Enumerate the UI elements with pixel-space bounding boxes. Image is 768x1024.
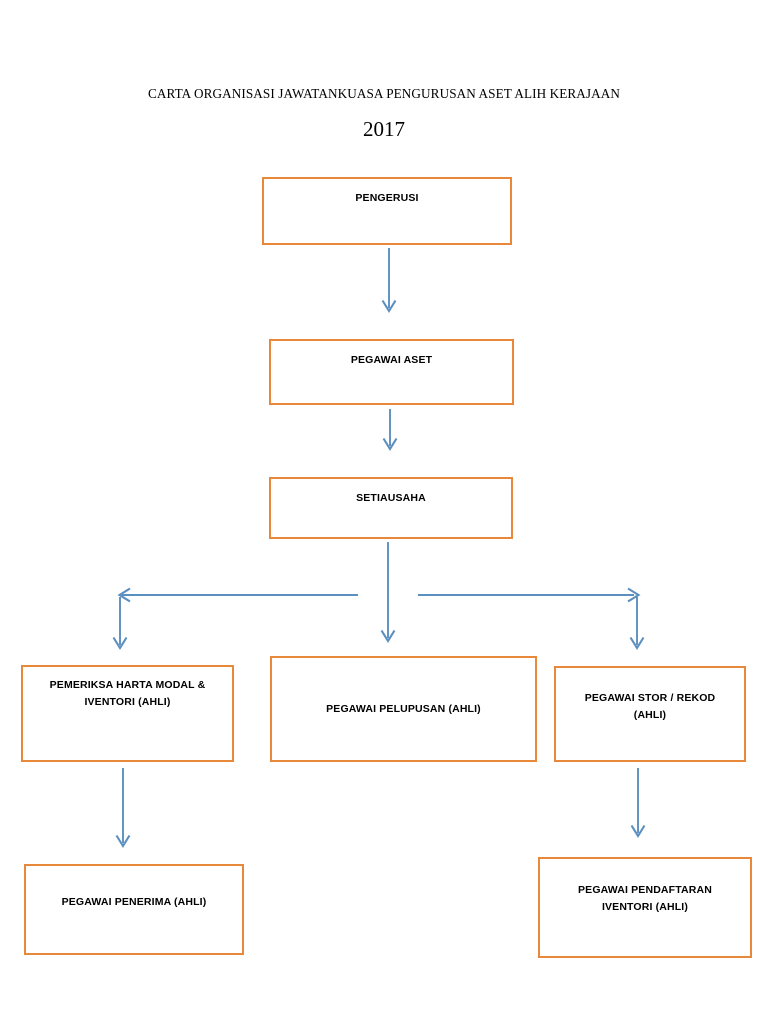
node-pegawai-stor-rekod[interactable]: PEGAWAI STOR / REKOD (AHLI) bbox=[554, 666, 746, 762]
chart-title-year: 2017 bbox=[363, 117, 405, 141]
node-setiausaha[interactable]: SETIAUSAHA bbox=[269, 477, 513, 539]
edge-bar-to-pegawai-pelupusan bbox=[380, 595, 396, 643]
node-label-pegawai-pelupusan: PEGAWAI PELUPUSAN (AHLI) bbox=[326, 702, 481, 715]
distribution-bar-right-segment bbox=[418, 587, 641, 603]
edge-pegawai-aset-to-setiausaha bbox=[382, 409, 398, 451]
distribution-bar-left-segment bbox=[117, 587, 358, 603]
node-pegawai-penerima[interactable]: PEGAWAI PENERIMA (AHLI) bbox=[24, 864, 244, 955]
node-pegawai-pendaftaran-iventori[interactable]: PEGAWAI PENDAFTARAN IVENTORI (AHLI) bbox=[538, 857, 752, 958]
node-label-pegawai-penerima: PEGAWAI PENERIMA (AHLI) bbox=[61, 896, 207, 908]
node-label-pegawai-stor-rekod: PEGAWAI STOR / REKOD (AHLI) bbox=[584, 692, 716, 721]
edge-pengerusi-to-pegawai-aset bbox=[381, 248, 397, 313]
edge-pemeriksa-to-pegawai-penerima bbox=[115, 768, 131, 848]
node-label-pemeriksa-harta-modal: PEMERIKSA HARTA MODAL & IVENTORI (AHLI) bbox=[49, 679, 206, 708]
node-label-setiausaha: SETIAUSAHA bbox=[356, 492, 426, 504]
edge-bar-to-pemeriksa-harta-modal bbox=[112, 597, 128, 650]
node-pengerusi[interactable]: PENGERUSI bbox=[262, 177, 512, 245]
node-pegawai-pelupusan[interactable]: PEGAWAI PELUPUSAN (AHLI) bbox=[270, 656, 537, 762]
node-pemeriksa-harta-modal[interactable]: PEMERIKSA HARTA MODAL & IVENTORI (AHLI) bbox=[21, 665, 234, 762]
node-label-pengerusi: PENGERUSI bbox=[355, 192, 419, 204]
edge-bar-to-pegawai-stor-rekod bbox=[629, 597, 645, 650]
edge-pegawai-stor-to-pendaftaran-iventori bbox=[630, 768, 646, 838]
chart-title-heading: CARTA ORGANISASI JAWATANKUASA PENGURUSAN… bbox=[147, 86, 621, 101]
node-label-pegawai-pendaftaran-iventori: PEGAWAI PENDAFTARAN IVENTORI (AHLI) bbox=[578, 884, 712, 913]
node-pegawai-aset[interactable]: PEGAWAI ASET bbox=[269, 339, 514, 405]
node-label-pegawai-aset: PEGAWAI ASET bbox=[350, 354, 433, 366]
